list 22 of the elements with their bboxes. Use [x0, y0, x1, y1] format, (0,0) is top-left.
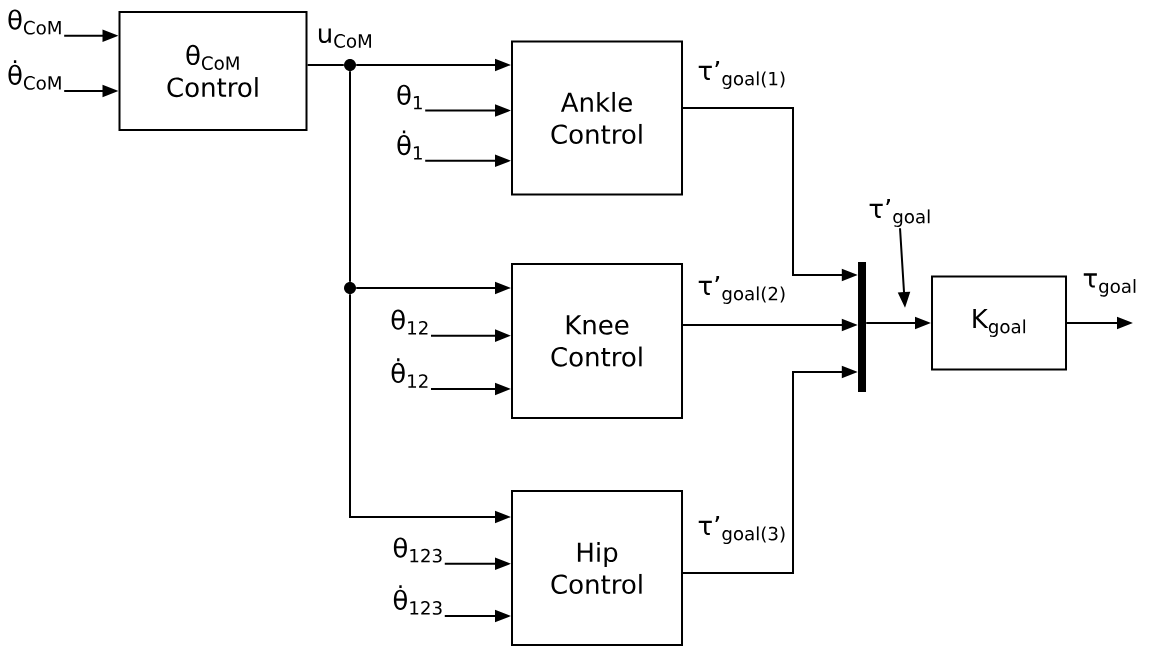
signal-label: θ̇$_{CoM}$	[8, 60, 61, 90]
connector-line	[306, 64, 345, 66]
signal-label: θ$_{1}$	[397, 84, 422, 110]
control-block: Knee Control	[511, 263, 683, 419]
signal-label: θ̇$_{12}$	[391, 358, 428, 388]
signal-label: τ’$_{goal}$	[869, 199, 930, 227]
signal-label: θ̇$_{123}$	[393, 585, 442, 615]
edge-label: τ’$_{goal(1)}$	[696, 60, 788, 90]
signal-label: θ$_{123}$	[393, 537, 442, 563]
edge-label: τ’$_{goal(3)}$	[696, 515, 788, 545]
control-block: K$_{goal}$	[931, 275, 1067, 371]
edge-label: u$_{CoM}$	[315, 27, 375, 49]
control-block: θ$_{CoM}$ Control	[118, 11, 308, 131]
control-block: Ankle Control	[511, 40, 683, 196]
control-block: Hip Control	[511, 490, 683, 646]
connector-line	[349, 70, 351, 283]
edge-label: τ$_{goal}$	[1081, 272, 1139, 298]
edge-label: τ’$_{goal(2)}$	[696, 275, 788, 305]
signal-label: θ̇$_{1}$	[397, 130, 422, 160]
signal-label: θ$_{12}$	[391, 309, 428, 335]
signal-label: θ$_{CoM}$	[8, 9, 61, 35]
summing-bar	[858, 262, 866, 392]
